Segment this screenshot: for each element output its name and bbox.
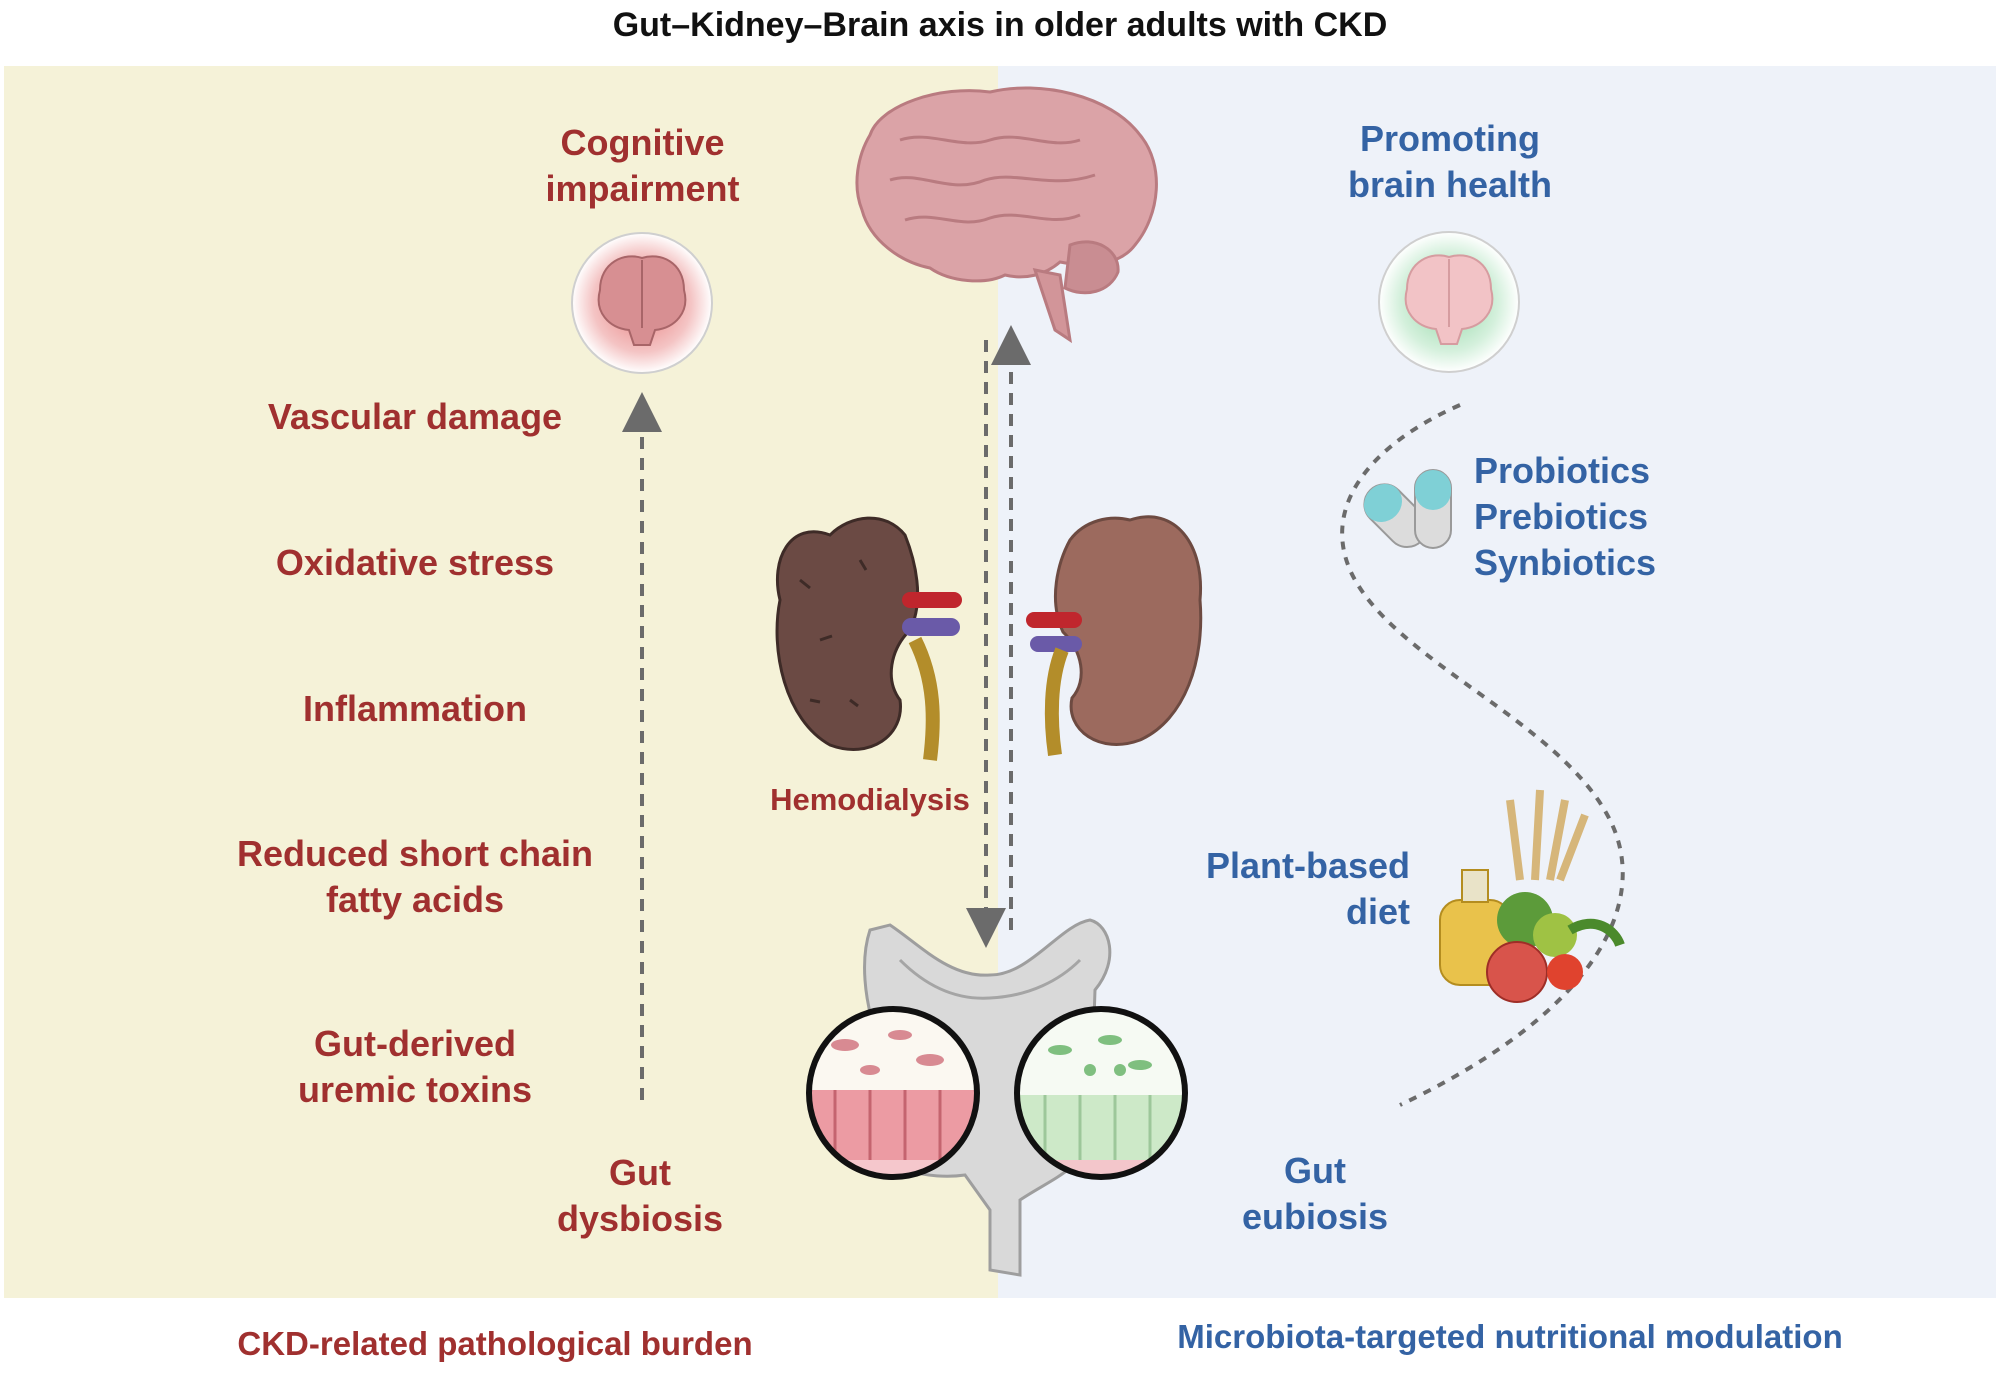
- uremic-toxins-label: Gut-derived uremic toxins: [297, 1023, 533, 1110]
- impaired-brain-badge: [571, 232, 713, 374]
- right-footer-caption: Microbiota-targeted nutritional modulati…: [1177, 1318, 1843, 1355]
- inflammation-label: Inflammation: [302, 688, 527, 729]
- brain-health-label: Promoting brain health: [1347, 118, 1553, 205]
- diseased-kidney-icon: [775, 516, 962, 761]
- figure-title: Gut–Kidney–Brain axis in older adults wi…: [612, 6, 1388, 44]
- left-footer-caption: CKD-related pathological burden: [237, 1325, 753, 1362]
- dysbiosis-label: Gut dysbiosis: [556, 1152, 724, 1239]
- vascular-damage-label: Vascular damage: [267, 396, 563, 437]
- brain-icon: [855, 86, 1158, 344]
- eubiosis-magnifier: [1014, 1006, 1188, 1180]
- prebiotics-label: Prebiotics: [1474, 496, 1649, 537]
- healthy-brain-badge: [1378, 231, 1520, 373]
- food-icon: [1439, 789, 1625, 1003]
- cognitive-impairment-label: Cognitive impairment: [545, 122, 740, 209]
- healthy-kidney-icon: [1026, 515, 1203, 756]
- scfa-label: Reduced short chain fatty acids: [236, 833, 594, 920]
- hemodialysis-label: Hemodialysis: [770, 782, 970, 817]
- synbiotics-label: Synbiotics: [1474, 542, 1657, 583]
- eubiosis-label: Gut eubiosis: [1241, 1150, 1389, 1237]
- dysbiosis-magnifier: [806, 1006, 980, 1180]
- oxidative-stress-label: Oxidative stress: [275, 542, 555, 583]
- plant-diet-label: Plant-based diet: [1205, 845, 1410, 932]
- capsule-icon: [1363, 469, 1452, 549]
- probiotics-label: Probiotics: [1474, 450, 1651, 491]
- modulation-path: [1340, 403, 1625, 1107]
